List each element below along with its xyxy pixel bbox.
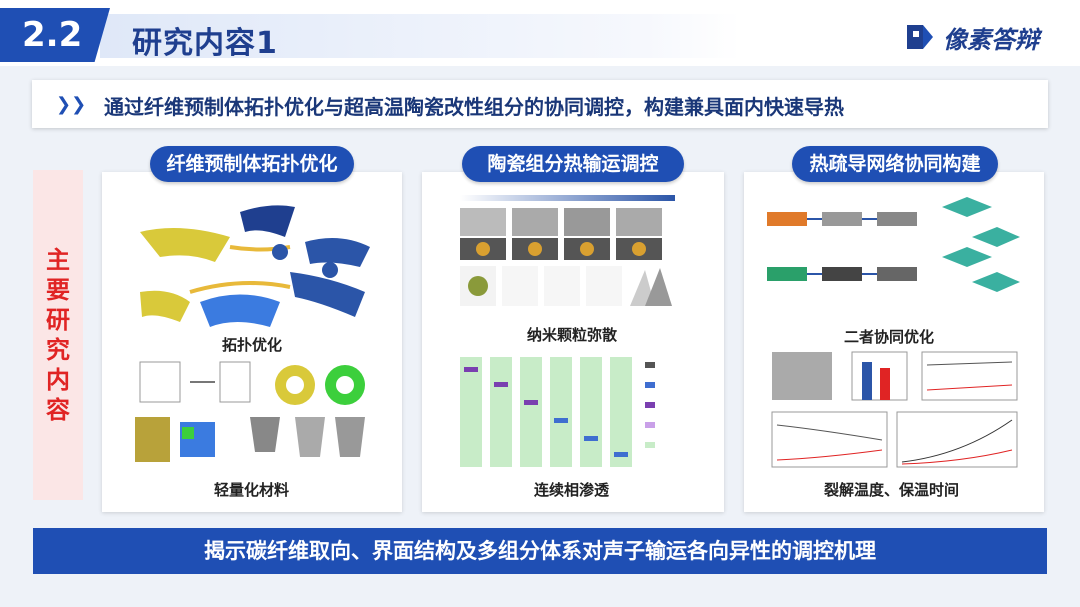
panel-topology: 拓扑优化 轻量化材料	[102, 172, 402, 512]
topology-optimization-figure	[140, 205, 370, 327]
lightweight-material-figure	[135, 361, 365, 462]
conclusion-bar: 揭示碳纤维取向、界面结构及多组分体系对声子输运各向异性的调控机理	[33, 528, 1047, 574]
panel-title-ceramic: 陶瓷组分热输运调控	[462, 146, 684, 182]
banner-text: 通过纤维预制体拓扑优化与超高温陶瓷改性组分的协同调控，构建兼具面内快速导热	[104, 95, 844, 119]
page-title: 研究内容1	[132, 26, 278, 61]
pyrolysis-chart-figure	[771, 351, 1018, 468]
logo-text: 像素答辩	[943, 25, 1039, 54]
panel-title-thermal-network: 热疏导网络协同构建	[792, 146, 998, 182]
nanoparticle-dispersion-figure	[460, 195, 675, 306]
panel-thermal-network: 二者协同优化 裂解温度、保温时间	[744, 172, 1044, 512]
logo: 像素答辩	[905, 20, 1039, 54]
logo-icon	[905, 22, 935, 52]
caption-topology: 拓扑优化	[222, 336, 283, 354]
synergy-process-figure	[767, 197, 1020, 292]
summary-banner: ❯❯ 通过纤维预制体拓扑优化与超高温陶瓷改性组分的协同调控，构建兼具面内快速导热	[32, 80, 1048, 128]
side-label: 主要研究内容	[46, 246, 70, 424]
caption-continuous-phase: 连续相渗透	[534, 481, 610, 499]
caption-nanoparticle: 纳米颗粒弥散	[527, 326, 618, 344]
side-label-box: 主要研究内容	[33, 170, 83, 500]
title-band	[100, 14, 740, 58]
continuous-phase-figure	[460, 357, 655, 467]
caption-lightweight: 轻量化材料	[214, 481, 290, 499]
panel-ceramic: 纳米颗粒弥散 连续相渗透	[422, 172, 724, 512]
section-number: 2.2	[0, 8, 110, 62]
panel-title-topology: 纤维预制体拓扑优化	[150, 146, 354, 182]
double-chevron-icon: ❯❯	[56, 94, 87, 115]
caption-synergy: 二者协同优化	[844, 328, 935, 346]
caption-pyrolysis: 裂解温度、保温时间	[824, 481, 960, 499]
